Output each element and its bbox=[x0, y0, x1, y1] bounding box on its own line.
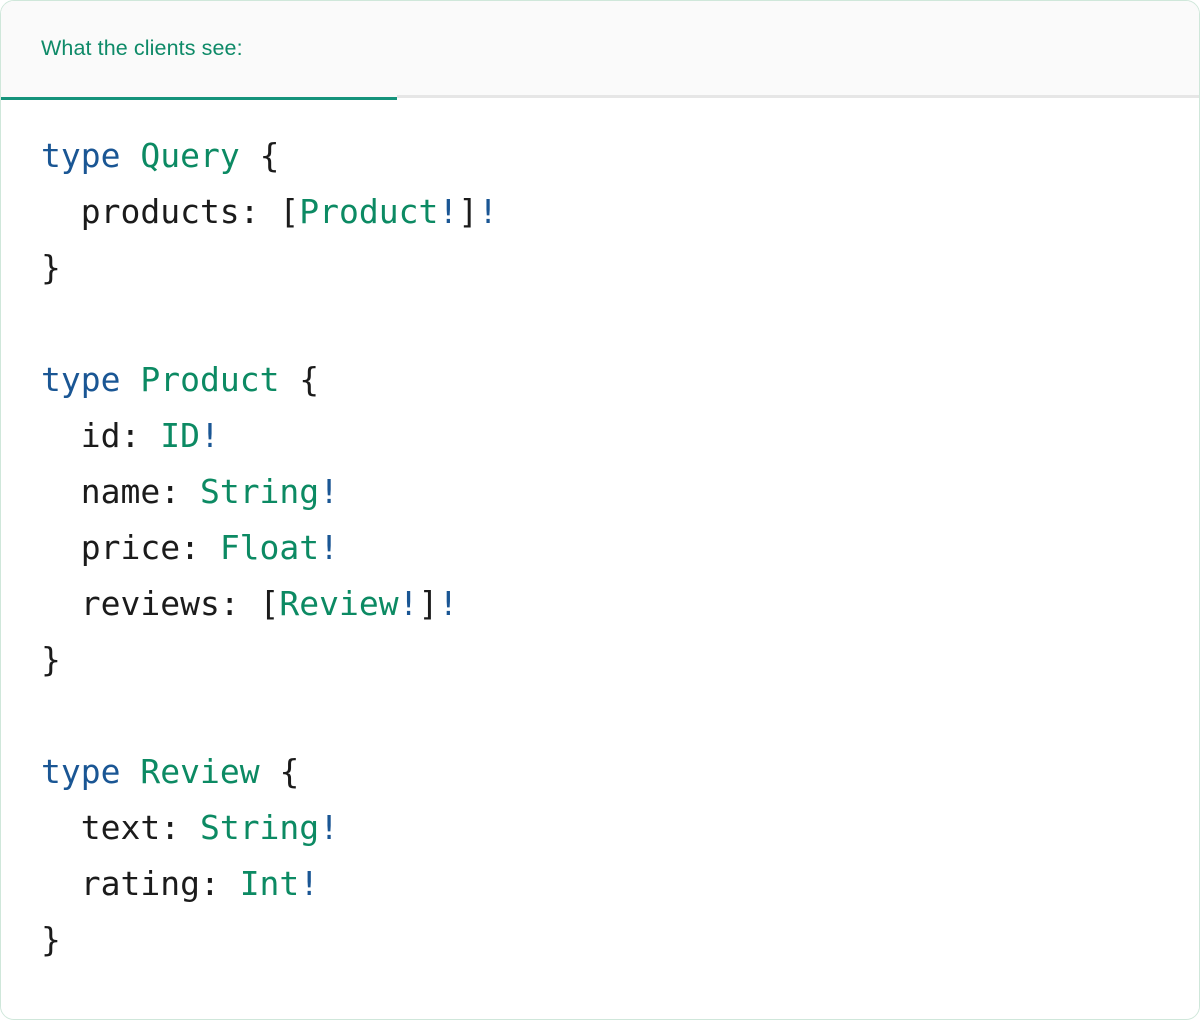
code-token: ! bbox=[319, 528, 340, 567]
code-token: ] bbox=[458, 192, 479, 231]
code-token: ! bbox=[438, 584, 459, 623]
code-token: Product bbox=[299, 192, 439, 231]
code-token: products: [ bbox=[41, 192, 300, 231]
code-area: type Query { products: [Product!]! } typ… bbox=[1, 98, 1199, 1018]
code-token: { bbox=[259, 752, 300, 791]
code-token: name: bbox=[41, 472, 200, 511]
code-token: Float bbox=[219, 528, 320, 567]
code-token: ! bbox=[199, 416, 220, 455]
code-token: type bbox=[41, 752, 121, 791]
code-token bbox=[120, 136, 140, 175]
tab-what-the-clients-see[interactable]: What the clients see: bbox=[1, 1, 397, 100]
code-token: } bbox=[41, 640, 61, 679]
code-token: ! bbox=[478, 192, 498, 231]
code-token: Query bbox=[140, 136, 240, 175]
code-token: } bbox=[41, 920, 61, 959]
code-token: } bbox=[41, 248, 61, 287]
code-token: ] bbox=[418, 584, 439, 623]
code-token: Review bbox=[279, 584, 399, 623]
code-token: text: bbox=[41, 808, 200, 847]
code-token: price: bbox=[41, 528, 220, 567]
code-token: ! bbox=[398, 584, 419, 623]
code-token: ! bbox=[438, 192, 459, 231]
code-token: { bbox=[279, 360, 320, 399]
code-token: Int bbox=[239, 864, 300, 903]
tab-strip: What the clients see: bbox=[1, 1, 1199, 100]
code-token: ID bbox=[160, 416, 200, 455]
code-token bbox=[120, 752, 140, 791]
code-token: ! bbox=[319, 808, 340, 847]
code-token: type bbox=[41, 136, 121, 175]
code-token: String bbox=[199, 472, 320, 511]
code-token bbox=[120, 360, 140, 399]
code-token: type bbox=[41, 360, 121, 399]
code-token: rating: bbox=[41, 864, 240, 903]
code-token: { bbox=[239, 136, 280, 175]
code-token: reviews: [ bbox=[41, 584, 280, 623]
code-token: ! bbox=[319, 472, 340, 511]
graphql-schema-code: type Query { products: [Product!]! } typ… bbox=[41, 128, 1199, 968]
code-token: Product bbox=[140, 360, 280, 399]
code-token: id: bbox=[41, 416, 161, 455]
code-token: String bbox=[199, 808, 320, 847]
code-token: ! bbox=[299, 864, 320, 903]
tab-label: What the clients see: bbox=[41, 35, 243, 60]
code-token: Review bbox=[140, 752, 260, 791]
